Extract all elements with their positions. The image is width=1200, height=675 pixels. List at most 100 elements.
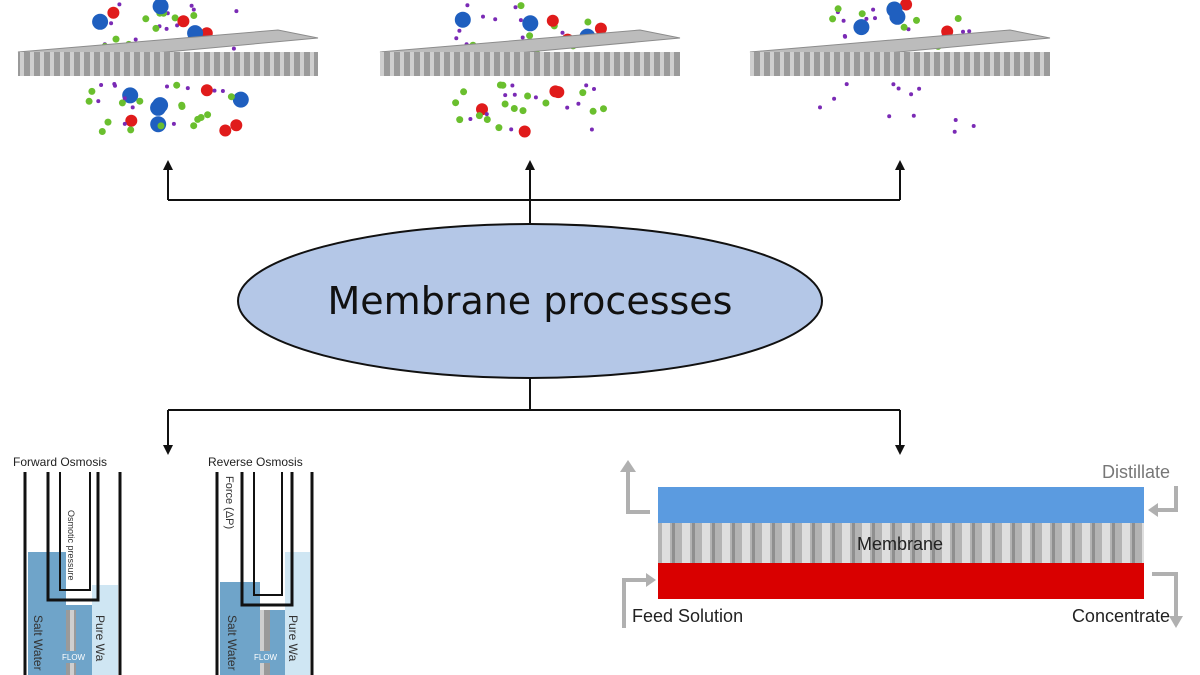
green-ion: [157, 122, 165, 130]
flow-arrows: [620, 460, 1183, 628]
green-ion: [190, 12, 198, 19]
green-ion: [460, 88, 468, 96]
purple-ion: [212, 88, 217, 93]
green-ion: [954, 15, 962, 22]
green-ion: [913, 16, 920, 24]
purple-ion: [896, 86, 901, 91]
green-ion: [456, 116, 464, 124]
green-ion: [171, 14, 179, 22]
purple-ion: [873, 16, 877, 21]
concentrate-out-arrowhead: [1169, 616, 1183, 628]
purple-ion: [844, 82, 849, 87]
ro-inner-tube: [253, 472, 283, 596]
top-connectors: [163, 160, 905, 225]
purple-ion: [122, 96, 127, 101]
purple-ion: [509, 127, 514, 132]
membrane-slab-front: [380, 52, 680, 76]
forward-osmosis: Forward Osmosis Osmotic pressure Salt Wa…: [13, 455, 122, 675]
green-ion: [88, 87, 96, 95]
md-membrane-layer: [658, 523, 1144, 563]
green-ion: [584, 18, 592, 26]
red-ion: [546, 14, 559, 27]
green-ion: [858, 10, 866, 18]
fo-pure-label: Pure Wa: [93, 615, 107, 662]
purple-ion: [185, 86, 190, 91]
purple-ion: [510, 83, 515, 88]
blue-ion: [889, 8, 906, 25]
feed-solution-label: Feed Solution: [632, 606, 743, 626]
blue-ion: [853, 19, 870, 36]
fo-membrane: [66, 610, 76, 675]
green-ion: [519, 107, 527, 115]
purple-ion: [971, 124, 976, 128]
green-ion: [475, 112, 483, 120]
filtration-panels: [17, 0, 1051, 138]
purple-ion: [818, 105, 822, 110]
purple-ion: [952, 129, 957, 134]
purple-ion: [864, 16, 869, 21]
purple-ion: [484, 112, 489, 117]
purple-ion: [109, 21, 114, 26]
purple-ion: [122, 121, 127, 126]
red-ion: [594, 22, 607, 35]
purple-ion: [841, 18, 846, 23]
purple-ion: [842, 34, 847, 38]
distillate-in-arrowhead: [1148, 503, 1158, 517]
purple-ion: [234, 9, 239, 14]
blue-ion: [152, 0, 169, 15]
green-ion: [524, 92, 532, 100]
purple-ion: [917, 86, 922, 91]
purple-ion: [164, 26, 169, 31]
purple-ion: [220, 89, 225, 93]
purple-ion: [165, 84, 169, 89]
purple-ion: [493, 17, 498, 22]
purple-ion: [468, 117, 473, 121]
green-ion: [495, 124, 503, 132]
fo-inner-tube: [59, 472, 91, 591]
green-ion: [127, 126, 135, 134]
green-ion: [501, 100, 509, 108]
distillate-in-arrow: [1156, 486, 1178, 512]
center-label: Membrane processes: [328, 279, 733, 323]
purple-ion: [130, 105, 135, 110]
center-node: Membrane processes: [237, 223, 823, 379]
purple-ion: [584, 83, 589, 88]
red-ion: [230, 119, 243, 132]
purple-ion: [231, 46, 236, 51]
purple-ion: [592, 87, 596, 91]
red-ion: [552, 86, 565, 99]
purple-ion: [961, 29, 965, 34]
membrane-slab-front: [18, 52, 318, 76]
red-ion: [941, 25, 954, 38]
fo-salt-label: Salt Water: [31, 615, 45, 671]
green-ion: [483, 116, 491, 123]
panel-3: [749, 0, 1051, 134]
purple-ion: [191, 7, 196, 12]
purple-ion: [576, 101, 581, 106]
fo-vessel-outline: [23, 472, 122, 675]
green-ion: [579, 89, 587, 97]
red-ion: [177, 15, 190, 28]
feed-layer: [658, 563, 1144, 599]
concentrate-label: Concentrate: [1072, 606, 1170, 626]
purple-ion: [503, 93, 508, 98]
green-ion: [517, 2, 525, 10]
panel-2: [379, 2, 681, 138]
distillate-out-arrowhead: [620, 460, 636, 472]
md-membrane-label: Membrane: [857, 534, 943, 554]
purple-ion: [512, 92, 517, 97]
purple-ion: [560, 30, 565, 35]
green-ion: [197, 114, 205, 121]
red-ion: [219, 124, 232, 137]
purple-ion: [871, 7, 876, 12]
purple-ion: [481, 14, 485, 19]
green-ion: [526, 32, 534, 40]
green-ion: [510, 105, 518, 112]
ro-pure-label: Pure Wa: [286, 615, 300, 662]
reverse-osmosis-title: Reverse Osmosis: [208, 455, 303, 469]
green-ion: [834, 5, 842, 13]
ro-salt-label: Salt Water: [225, 615, 239, 671]
ro-force-label: Force (ΔP): [223, 476, 235, 529]
purple-ion: [533, 95, 538, 100]
